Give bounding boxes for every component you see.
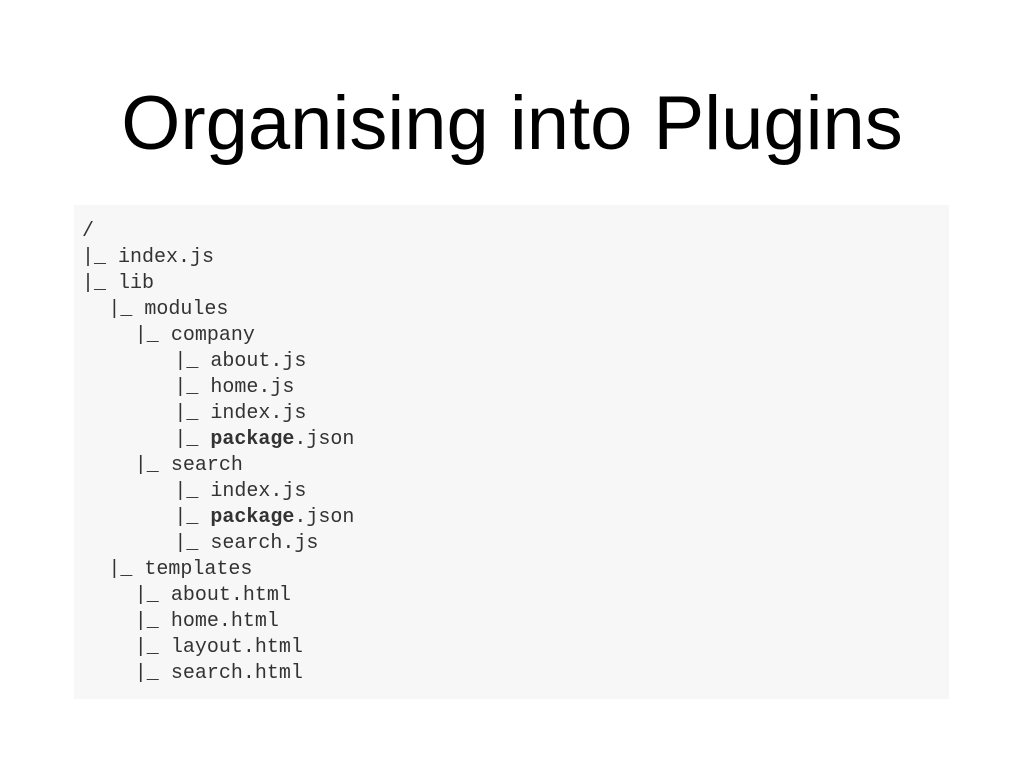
slide-title: Organising into Plugins xyxy=(121,81,903,166)
tree-item: / xyxy=(82,219,94,245)
tree-item: |_ search.js xyxy=(174,531,318,557)
tree-item-name: templates xyxy=(144,558,253,581)
tree-item: |_ search xyxy=(135,453,243,479)
tree-item-name: lib xyxy=(118,272,155,295)
tree-item: |_ index.js xyxy=(174,479,306,505)
tree-branch-prefix: |_ xyxy=(134,584,171,607)
tree-branch-prefix: |_ xyxy=(82,246,119,269)
tree-item-name: search.html xyxy=(170,662,303,685)
tree-item-name: company xyxy=(170,324,255,347)
tree-branch-prefix: |_ xyxy=(134,636,171,659)
directory-tree-code-block xyxy=(74,205,949,699)
tree-branch-prefix: |_ xyxy=(134,454,171,477)
tree-item-name: index.js xyxy=(210,480,307,503)
tree-item-name: home.html xyxy=(170,610,279,633)
tree-item-name: search.js xyxy=(210,532,319,555)
tree-item-name: / xyxy=(82,220,95,243)
tree-branch-prefix: |_ xyxy=(134,610,171,633)
tree-item: |_ layout.html xyxy=(135,635,303,661)
tree-item-name: modules xyxy=(144,298,229,321)
tree-branch-prefix: |_ xyxy=(174,376,211,399)
tree-item-name: package xyxy=(210,428,295,451)
tree-item-name: layout.html xyxy=(170,636,303,659)
tree-branch-prefix: |_ xyxy=(174,506,211,529)
tree-item: |_ index.js xyxy=(82,245,214,271)
tree-item: |_ home.html xyxy=(135,609,279,635)
tree-branch-prefix: |_ xyxy=(82,272,119,295)
tree-item: |_ lib xyxy=(82,271,154,297)
tree-branch-prefix: |_ xyxy=(174,532,211,555)
tree-item-name: package xyxy=(210,506,295,529)
tree-item: |_ home.js xyxy=(174,375,294,401)
tree-item-name: index.js xyxy=(210,402,307,425)
tree-item: |_ package.json xyxy=(174,505,354,531)
tree-item: |_ company xyxy=(135,323,255,349)
tree-item-extension: .json xyxy=(294,506,355,529)
tree-item: |_ index.js xyxy=(174,401,306,427)
tree-branch-prefix: |_ xyxy=(134,662,171,685)
tree-branch-prefix: |_ xyxy=(174,350,211,373)
tree-branch-prefix: |_ xyxy=(174,428,211,451)
tree-branch-prefix: |_ xyxy=(134,324,171,347)
tree-branch-prefix: |_ xyxy=(108,298,145,321)
tree-branch-prefix: |_ xyxy=(174,402,211,425)
tree-item-extension: .json xyxy=(294,428,355,451)
tree-branch-prefix: |_ xyxy=(174,480,211,503)
tree-item: |_ templates xyxy=(108,557,252,583)
tree-item: |_ package.json xyxy=(174,427,354,453)
tree-item-name: search xyxy=(170,454,243,477)
tree-item: |_ modules xyxy=(108,297,228,323)
tree-item: |_ about.js xyxy=(174,349,306,375)
tree-item: |_ about.html xyxy=(135,583,291,609)
tree-item-name: about.js xyxy=(210,350,307,373)
tree-item-name: about.html xyxy=(170,584,291,607)
tree-item: |_ search.html xyxy=(135,661,303,687)
tree-branch-prefix: |_ xyxy=(108,558,145,581)
tree-item-name: home.js xyxy=(210,376,295,399)
tree-item-name: index.js xyxy=(118,246,215,269)
